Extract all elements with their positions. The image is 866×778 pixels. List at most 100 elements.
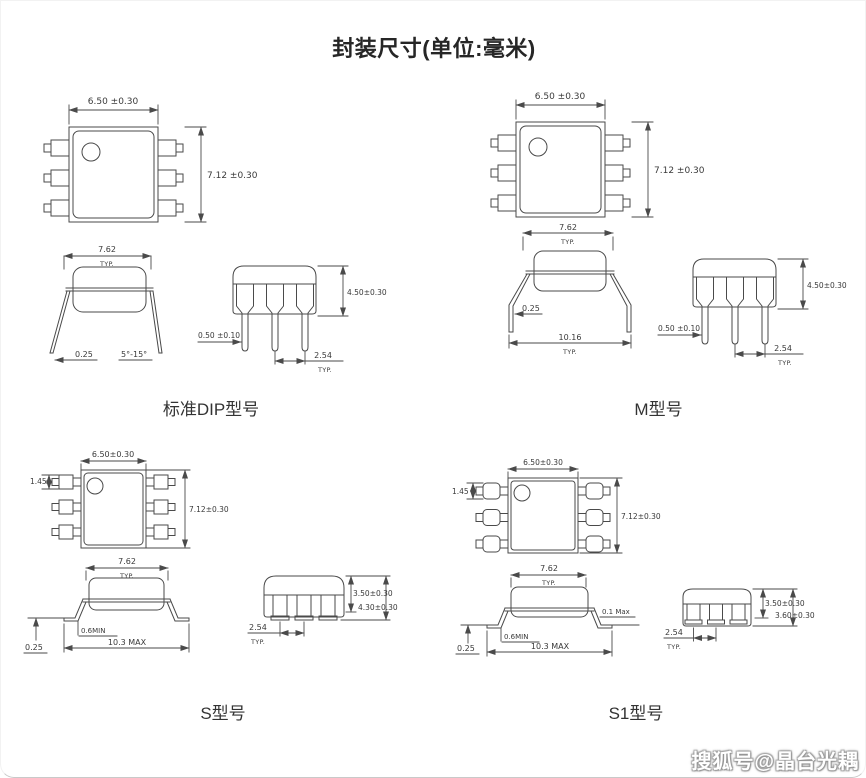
dim-lead-span: 7.62 [540,564,558,573]
package-body [68,126,159,223]
package-body [515,121,606,218]
dim-body-height: 3.50±0.30 [765,599,805,608]
dim-overall-span: 10.3 MAX [531,642,570,651]
pin1-indicator [513,484,531,502]
package-body [65,266,154,313]
dimension-lines [515,99,654,218]
dimension-lines [657,258,809,358]
s1-side-view-drawing: 7.62 TYP. 0.25 0.6MIN 0.1 Max 10.3 MAX [455,564,640,657]
dim-pitch-note: TYP. [777,359,792,367]
dimension-lines [466,466,623,554]
dim-lead-angle: 5°-15° [121,350,147,359]
pin1-indicator [81,142,101,162]
dim-lead-span: 7.62 [118,557,136,566]
package-pins [490,134,631,212]
pin1-indicator [528,137,548,157]
package-body [232,265,317,315]
m-top-view-drawing: 6.50 ±0.30 7.12 ±0.30 [490,92,705,218]
m-side-view-drawing: 7.62 TYP. 0.25 10.16 TYP. [508,223,632,356]
dim-pitch: 2.54 [249,623,267,632]
dim-lead-height: 1.45 [452,487,469,496]
package-body [692,258,777,308]
pin1-indicator [86,477,104,495]
package-leads [486,607,613,629]
package-leads [508,273,632,333]
package-pins [684,603,748,625]
dim-overall-span: 10.3 MAX [108,638,147,647]
package-pins [51,474,176,540]
m-label: M型号 [634,400,683,419]
dim-lead-span-note: TYP. [541,579,556,587]
dim-foot-length: 0.6MIN [504,633,528,641]
s-label: S型号 [200,704,246,723]
dim-lead-thickness: 0.25 [457,644,475,653]
dimension-lines [41,458,191,549]
s-side-view-drawing: 7.62 TYP. 0.25 0.6MIN 10.3 MAX [23,557,190,654]
dip-label: 标准DIP型号 [162,400,260,419]
dim-lead-span-note: TYP. [99,260,114,268]
package-pins [236,283,314,352]
dim-body-width: 6.50±0.30 [523,458,563,467]
dim-pitch: 2.54 [314,351,332,360]
dip-front-view-drawing: 4.50±0.30 0.50 ±0.10 2.54 TYP. [197,265,387,374]
dim-overall-height: 3.60±0.30 [775,611,815,620]
package-pins [696,276,774,345]
dim-foot-span-note: TYP. [562,348,577,356]
dim-lead-thickness: 0.25 [25,643,43,652]
s1-front-view-drawing: 3.50±0.30 3.60±0.30 2.54 TYP. [663,588,815,651]
dimension-lines [508,230,632,349]
m-front-view-drawing: 4.50±0.30 0.50 ±0.10 2.54 TYP. [657,258,847,367]
watermark-sohu: 搜狐号@晶台光耦 [691,751,859,773]
dim-body-width: 6.50 ±0.30 [535,92,586,102]
dim-foot-span: 10.16 [559,333,582,342]
s1-top-view-drawing: 6.50±0.30 1.45 7.12±0.30 [452,458,661,554]
dim-pitch-note: TYP. [666,643,681,651]
dim-body-height: 7.12 ±0.30 [654,166,705,176]
dim-body-height: 4.50±0.30 [347,288,387,297]
package-body [80,469,147,549]
dim-lead-span: 7.62 [559,223,577,232]
dim-lead-thickness: 0.25 [75,350,93,359]
dim-pitch-note: TYP. [250,638,265,646]
s1-label: S1型号 [608,704,664,723]
dimension-lines [663,588,798,642]
dimension-lines [197,265,349,365]
dim-overall-height: 4.30±0.30 [358,603,398,612]
dim-lead-height: 1.45 [30,477,47,486]
dimension-lines [247,575,391,637]
dim-foot-length: 0.6MIN [81,627,105,635]
dim-body-height: 7.12±0.30 [189,505,229,514]
dim-lead-span: 7.62 [98,245,116,254]
package-body [82,577,171,611]
package-pins [270,594,338,621]
dimension-lines [455,572,640,657]
dimension-lines [68,104,207,223]
dim-pitch: 2.54 [774,344,792,353]
dim-body-height: 4.50±0.30 [807,281,847,290]
package-pins [43,139,184,217]
dim-body-width: 6.50 ±0.30 [88,97,139,107]
dim-body-width: 6.50±0.30 [92,450,134,459]
dim-body-height: 7.12 ±0.30 [207,171,258,181]
s-top-view-drawing: 6.50±0.30 1.45 7.12±0.30 [30,450,229,549]
package-pins [475,482,611,553]
dim-body-height: 3.50±0.30 [353,589,393,598]
package-leads [49,290,163,354]
package-body [263,575,345,618]
dim-lead-width: 0.50 ±0.10 [658,324,700,333]
dip-side-view-drawing: 7.62 TYP. 0.25 5°-15° [49,245,163,363]
dip-top-view-drawing: 6.50 ±0.30 7.12 ±0.30 [43,97,258,223]
package-body [504,586,595,618]
s-front-view-drawing: 3.50±0.30 4.30±0.30 2.54 TYP. [247,575,398,646]
dim-lead-span-note: TYP. [119,572,134,580]
dim-lead-width: 0.50 ±0.10 [198,331,240,340]
package-body [525,250,615,292]
dim-lead-thickness: 0.25 [522,304,540,313]
dimension-lines [23,565,190,654]
dim-coplanarity: 0.1 Max [602,608,630,616]
dim-lead-span-note: TYP. [560,238,575,246]
dim-body-height: 7.12±0.30 [621,512,661,521]
package-body [507,477,579,554]
dim-pitch: 2.54 [665,628,683,637]
